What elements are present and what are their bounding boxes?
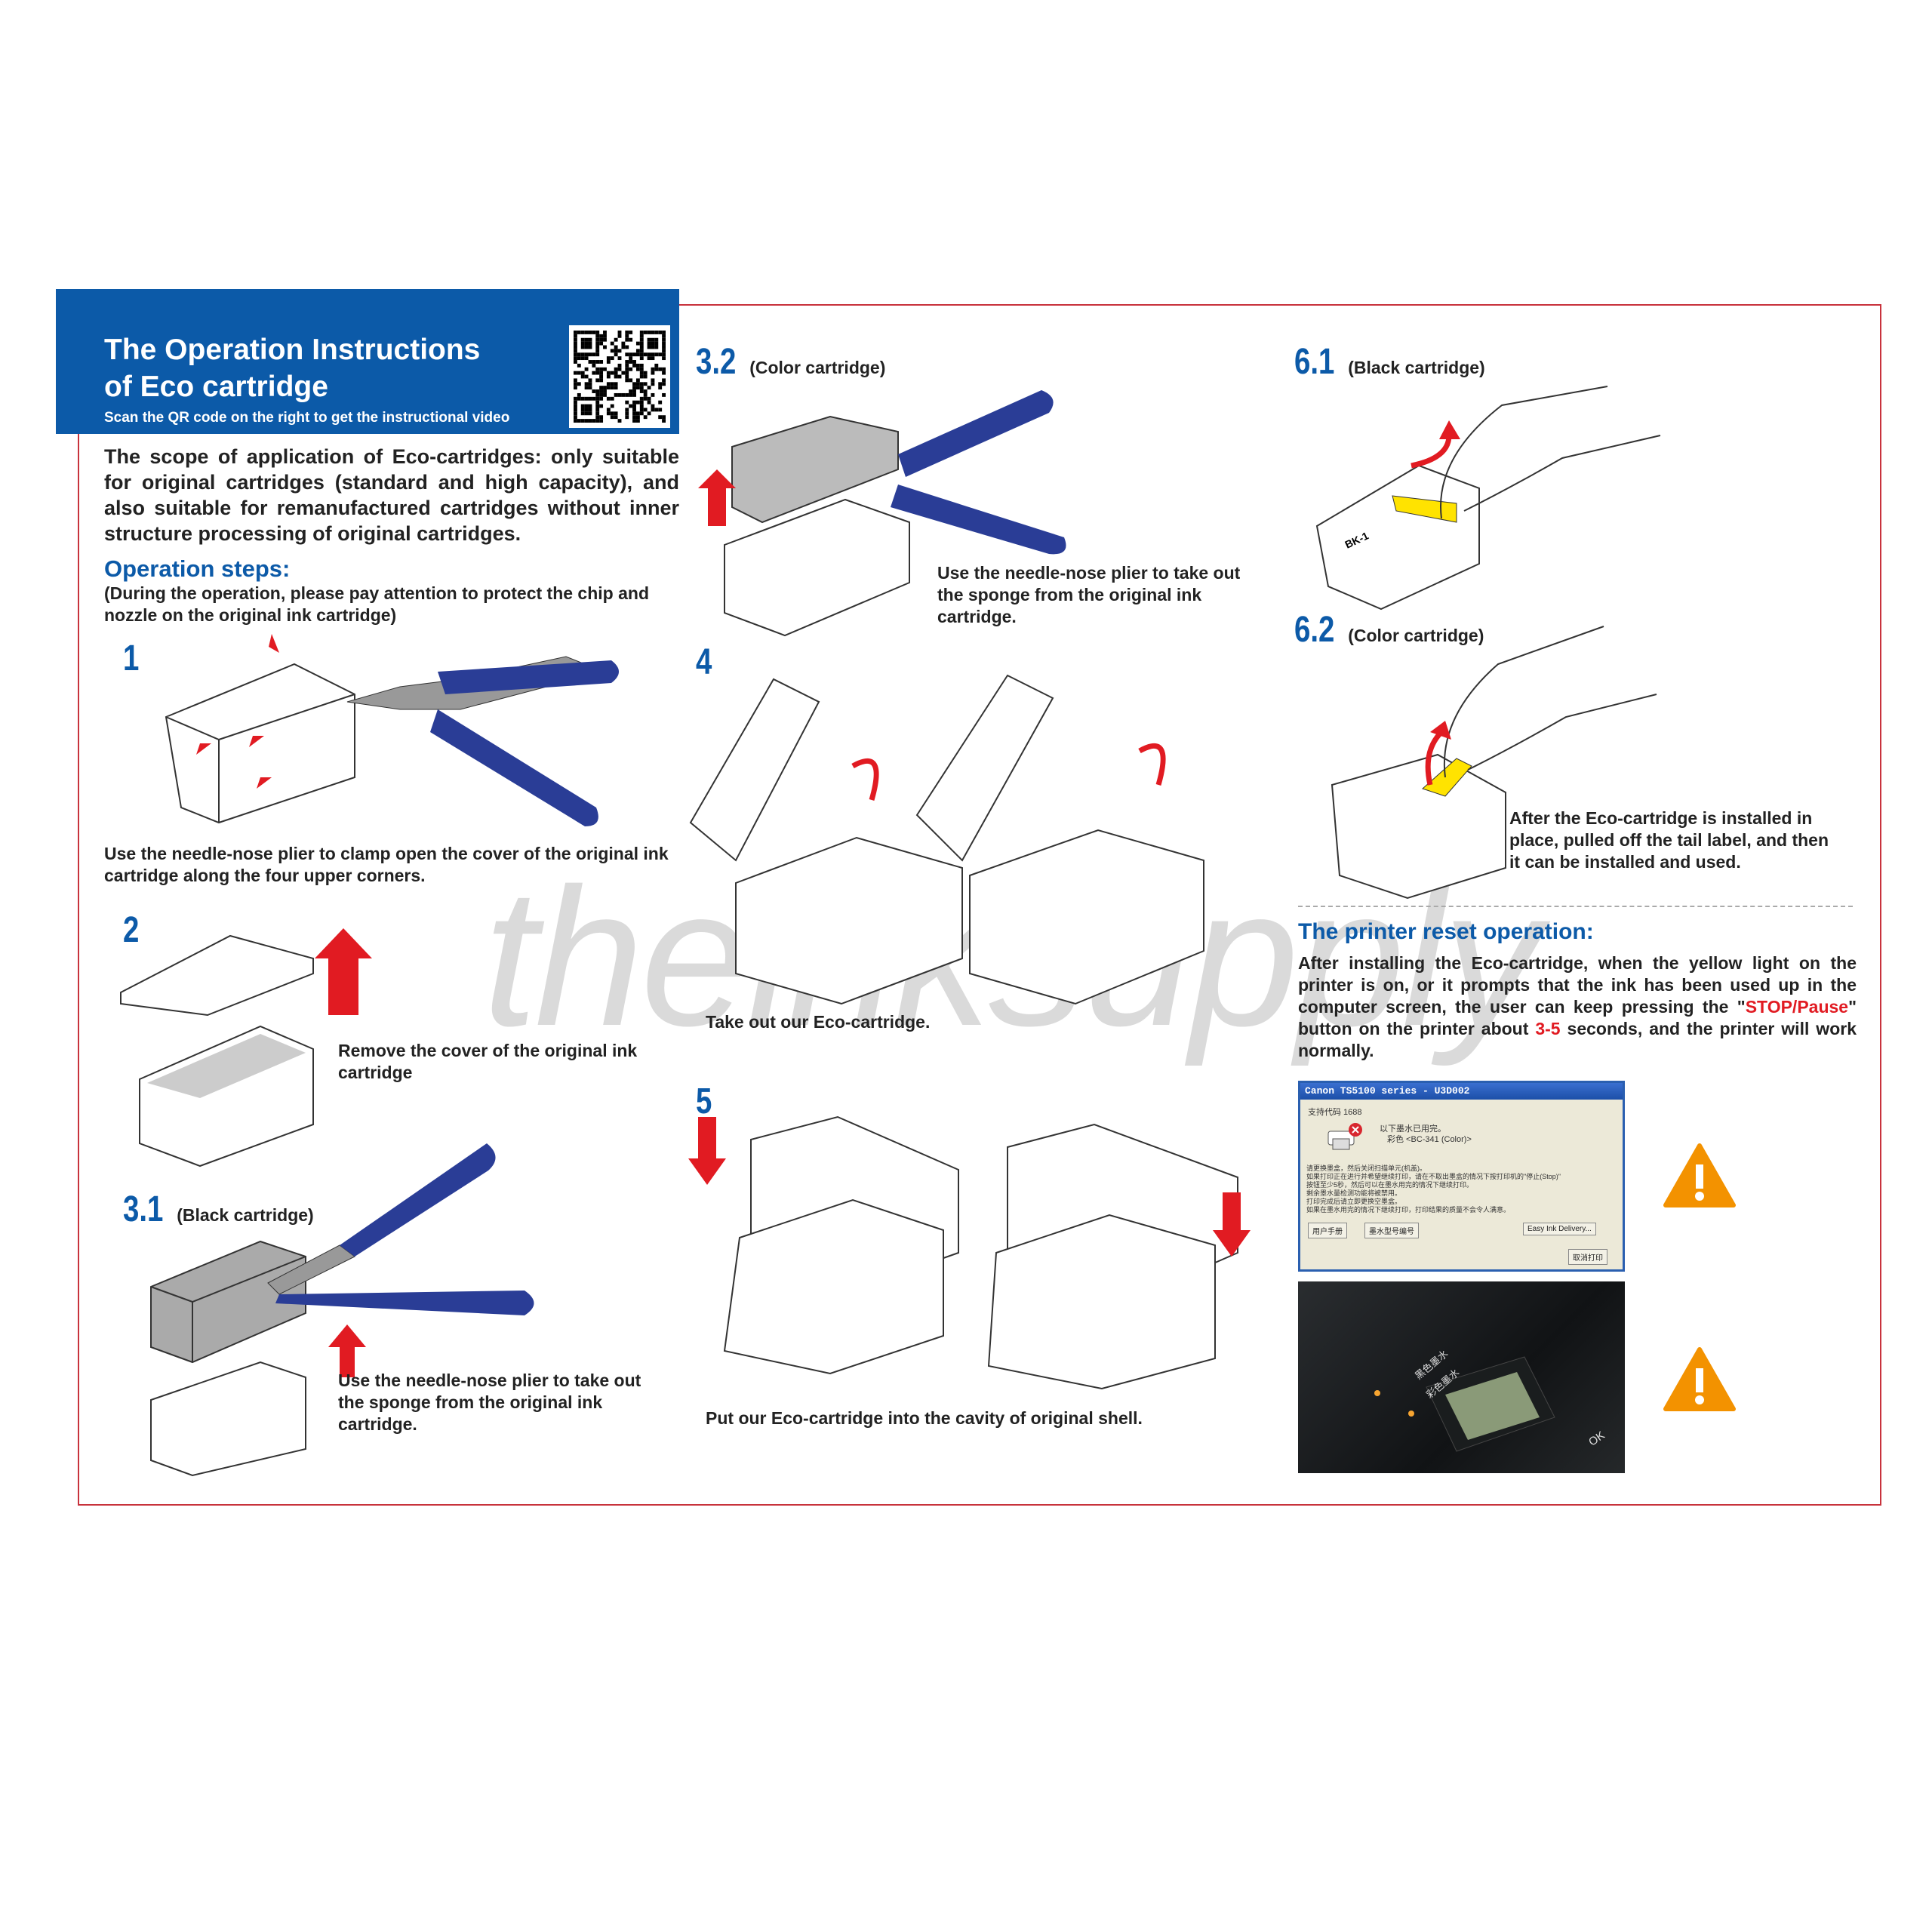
step6-2-caption: After the Eco-cartridge is installed in … xyxy=(1509,808,1829,872)
warning-icon xyxy=(1663,1347,1736,1411)
steps-heading: Operation steps: xyxy=(104,555,291,582)
step1-illustration xyxy=(165,634,619,826)
step-3-2-heading: 3.2 (Color cartridge) xyxy=(696,341,885,383)
step4-illustration xyxy=(689,674,1204,1005)
page-title: The Operation Instructions of Eco cartrid… xyxy=(104,331,480,405)
line: 请更换墨盒，然后关闭扫描单元(机盖)。 xyxy=(1306,1164,1426,1172)
support-code: 支持代码 1688 xyxy=(1308,1108,1362,1117)
dialog-msg: 彩色 <BC-341 (Color)> xyxy=(1387,1135,1472,1144)
reset-heading: The printer reset operation: xyxy=(1298,919,1594,944)
title-banner: The Operation Instructions of Eco cartrid… xyxy=(56,289,679,434)
qr-code-icon xyxy=(574,331,666,423)
scope-text: The scope of application of Eco-cartridg… xyxy=(104,445,679,545)
line: 按钮至少5秒，然后可以在墨水用完的情况下继续打印。 xyxy=(1306,1181,1474,1189)
step-3-1-heading: 3.1 (Black cartridge) xyxy=(123,1189,314,1230)
line: 如果在墨水用完的情况下继续打印，打印结果的质量不会令人满意。 xyxy=(1306,1206,1511,1214)
user-manual-button[interactable]: 用户手册 xyxy=(1308,1223,1347,1238)
step-number: 3.1 xyxy=(123,1189,164,1229)
steps-note: (During the operation, please pay attent… xyxy=(104,583,649,625)
step-label: (Color cartridge) xyxy=(1348,626,1484,645)
step3-2-illustration xyxy=(698,390,1066,637)
error-dialog-screenshot: Canon TS5100 series - U3D002 支持代码 1688 以… xyxy=(1298,1081,1625,1272)
step1-caption: Use the needle-nose plier to clamp open … xyxy=(104,844,669,885)
page-frame xyxy=(78,304,1881,1506)
step3-1-illustration xyxy=(150,1143,534,1477)
step-label: (Color cartridge) xyxy=(749,358,886,377)
text: seconds, and the printer will work norma… xyxy=(1298,1019,1857,1060)
dialog-title: Canon TS5100 series - U3D002 xyxy=(1300,1083,1623,1100)
dialog-msg: 以下墨水已用完。 xyxy=(1380,1124,1446,1134)
printer-panel-photo: 黑色墨水 彩色墨水 OK xyxy=(1298,1281,1625,1473)
step4-caption: Take out our Eco-cartridge. xyxy=(706,1012,931,1032)
title-line: The Operation Instructions xyxy=(104,334,481,366)
step3-2-caption: Use the needle-nose plier to take out th… xyxy=(937,563,1241,626)
step2-caption: Remove the cover of the original ink car… xyxy=(338,1041,638,1082)
reset-text: After installing the Eco-cartridge, when… xyxy=(1298,952,1857,1062)
step5-illustration xyxy=(688,1115,1251,1390)
step6-1-illustration: BK-1 xyxy=(1315,386,1661,611)
step-label: (Black cartridge) xyxy=(1348,358,1485,377)
seconds-value: 3-5 xyxy=(1535,1019,1561,1038)
line: 剩余墨水量检测功能将被禁用。 xyxy=(1306,1189,1402,1197)
step-number: 6.1 xyxy=(1294,342,1335,382)
divider xyxy=(1298,906,1853,907)
step-number: 3.2 xyxy=(696,342,737,382)
line: 打印完成后请立即更换空墨盒。 xyxy=(1306,1198,1402,1205)
step3-1-caption: Use the needle-nose plier to take out th… xyxy=(338,1371,641,1434)
step-number: 2 xyxy=(123,910,140,950)
warning-icon xyxy=(1663,1143,1736,1208)
step-6-2-heading: 6.2 (Color cartridge) xyxy=(1294,609,1484,651)
text: After installing the Eco-cartridge, when… xyxy=(1298,953,1857,1017)
step6-2-illustration xyxy=(1331,626,1657,900)
dialog-body: 请更换墨盒，然后关闭扫描单元(机盖)。如果打印正在进行并希望继续打印，请在不取出… xyxy=(1306,1164,1561,1214)
line: 如果打印正在进行并希望继续打印，请在不取出墨盒的情况下按打印机的"停止(Stop… xyxy=(1306,1173,1561,1180)
step-label: (Black cartridge) xyxy=(177,1205,314,1225)
step5-caption: Put our Eco-cartridge into the cavity of… xyxy=(706,1408,1143,1428)
text: " button on the printer about xyxy=(1298,997,1857,1038)
step-number: 4 xyxy=(696,642,712,682)
easy-ink-delivery-button[interactable]: Easy Ink Delivery... xyxy=(1523,1223,1596,1235)
step-number: 6.2 xyxy=(1294,610,1335,650)
step2-illustration xyxy=(120,928,372,1168)
printer-error-icon xyxy=(1327,1123,1362,1150)
cancel-print-button[interactable]: 取消打印 xyxy=(1568,1249,1607,1265)
qr-code[interactable] xyxy=(569,325,670,428)
stop-button-name: STOP/Pause xyxy=(1745,997,1849,1017)
step-number: 5 xyxy=(696,1081,712,1121)
printer-panel-image xyxy=(1374,1356,1555,1452)
step-number: 1 xyxy=(123,638,140,678)
title-line: of Eco cartridge xyxy=(104,371,328,403)
ink-model-button[interactable]: 墨水型号编号 xyxy=(1364,1223,1419,1238)
step-6-1-heading: 6.1 (Black cartridge) xyxy=(1294,341,1485,383)
subtitle: Scan the QR code on the right to get the… xyxy=(104,410,510,426)
